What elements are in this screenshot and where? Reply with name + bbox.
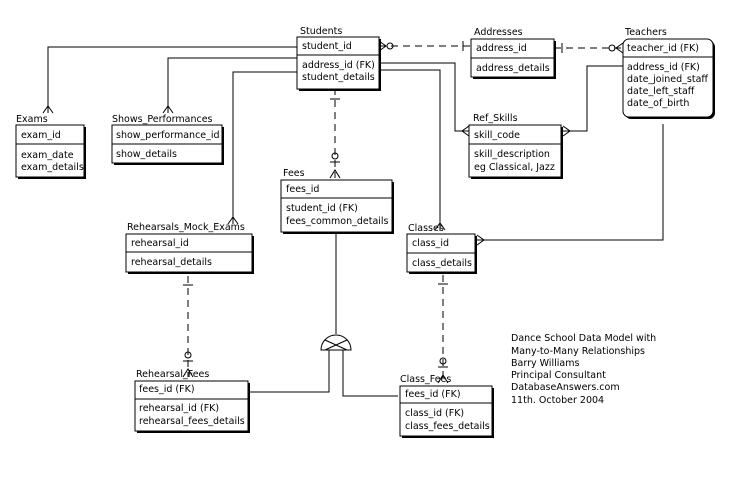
attribute: rehearsal_fees_details (139, 416, 245, 427)
rel-teachers-classes (477, 124, 664, 241)
crowfoot-skills-right (562, 125, 571, 137)
crowfoot-fees (329, 169, 341, 179)
crowfoot-rehearsals (227, 216, 239, 225)
rel-subtype-cfees (342, 350, 398, 397)
rel-students-exams (47, 46, 297, 113)
entity-exams[interactable]: Exams exam_id exam_date exam_details (15, 114, 86, 179)
entity-rehearsals-mock-exams[interactable]: Rehearsals_Mock_Exams rehearsal_id rehea… (125, 222, 254, 274)
entity-title: Class_Fees (400, 374, 451, 385)
subtype-symbol (320, 334, 352, 351)
attribute: student_id (FK) (286, 203, 358, 214)
pk-attribute: address_id (476, 43, 527, 54)
attribute: date_of_birth (627, 98, 689, 109)
attribute: date_joined_staff (627, 74, 708, 85)
rel-teachers-skills (563, 65, 623, 132)
circle-students-addr (386, 42, 394, 50)
entity-title: Ref_Skills (473, 113, 518, 124)
entity-title: Classes (408, 223, 444, 234)
caption-line: Principal Consultant (511, 370, 606, 381)
crowfoot-skills-left (461, 125, 470, 137)
caption-line: Dance School Data Model with (511, 333, 656, 344)
caption-line: Barry Williams (511, 358, 579, 369)
entity-title: Rehearsals_Mock_Exams (127, 222, 245, 233)
caption-line: DatabaseAnswers.com (511, 382, 620, 393)
entity-title: Students (300, 26, 342, 37)
circle-fees (331, 152, 339, 160)
attribute: exam_details (21, 162, 84, 173)
rel-students-shows (167, 57, 297, 113)
pk-attribute: class_id (412, 238, 449, 249)
crowfoot-classes-right (476, 234, 485, 246)
subtype-cross (324, 339, 348, 351)
attribute: skill_description (474, 149, 550, 160)
pk-attribute: skill_code (474, 130, 520, 141)
attribute: address_id (FK) (302, 60, 375, 71)
circle-cfees (439, 357, 447, 365)
rel-students-classes (379, 69, 441, 230)
crowfoot-teachers (615, 42, 624, 54)
attribute: student_details (302, 72, 375, 83)
pk-attribute: student_id (302, 41, 352, 52)
attribute: class_fees_details (405, 421, 490, 432)
attribute: eg Classical, Jazz (474, 162, 555, 173)
crowfoot-cfees (437, 374, 449, 384)
entity-title: Teachers (624, 27, 667, 38)
attribute: fees_common_details (286, 216, 389, 227)
pk-attribute: exam_id (21, 130, 61, 141)
attribute: address_id (FK) (627, 62, 700, 73)
crowfoot-exams (42, 105, 54, 114)
entity-class-fees[interactable]: Class_Fees fees_id (FK) class_id (FK) cl… (399, 374, 494, 438)
entity-title: Shows_Performances (112, 114, 213, 125)
rel-subtype-rfees (250, 350, 330, 393)
attribute: exam_date (21, 150, 74, 161)
entity-teachers[interactable]: Teachers teacher_id (FK) address_id (FK)… (622, 27, 715, 119)
circle-rfees (184, 351, 192, 359)
attribute: address_details (476, 63, 550, 74)
crowfoot-students-addr (378, 40, 387, 52)
pk-attribute: fees_id (FK) (139, 384, 195, 395)
pk-attribute: fees_id (FK) (405, 389, 461, 400)
diagram-caption: Dance School Data Model with Many-to-Man… (511, 333, 656, 406)
entity-students[interactable]: Students student_id address_id (FK) stud… (296, 26, 381, 91)
entities: Students student_id address_id (FK) stud… (15, 26, 715, 438)
entity-shows-performances[interactable]: Shows_Performances show_performance_id s… (111, 114, 224, 165)
crowfoot-shows (162, 105, 174, 114)
attribute: class_details (412, 258, 472, 269)
relationships (42, 40, 664, 397)
entity-title: Fees (283, 168, 305, 179)
crowfoot-rfees (182, 368, 194, 378)
crowfoot-classes-top (434, 222, 446, 231)
attribute: show_details (116, 149, 177, 160)
entity-fees[interactable]: Fees fees_id student_id (FK) fees_common… (280, 168, 394, 234)
caption-line: 11th. October 2004 (511, 395, 604, 406)
attribute: rehearsal_id (FK) (139, 403, 219, 414)
entity-classes[interactable]: Classes class_id class_details (406, 223, 477, 274)
attribute: rehearsal_details (131, 257, 212, 268)
entity-ref-skills[interactable]: Ref_Skills skill_code skill_description … (468, 113, 563, 179)
entity-rehearsal-fees[interactable]: Rehearsal_Fees fees_id (FK) rehearsal_id… (134, 369, 250, 433)
entity-title: Exams (16, 114, 48, 125)
pk-attribute: show_performance_id (116, 130, 220, 141)
pk-attribute: rehearsal_id (131, 238, 189, 249)
entity-title: Addresses (474, 27, 523, 38)
pk-attribute: teacher_id (FK) (627, 43, 699, 54)
entity-addresses[interactable]: Addresses address_id address_details (470, 27, 556, 79)
entity-title: Rehearsal_Fees (136, 369, 209, 380)
rel-students-rehearsals (232, 71, 297, 224)
attribute: class_id (FK) (405, 408, 464, 419)
pk-attribute: fees_id (286, 184, 319, 195)
attribute: date_left_staff (627, 86, 695, 97)
rel-students-skills (379, 62, 469, 132)
circle-teachers (608, 44, 616, 52)
caption-line: Many-to-Many Relationships (511, 346, 645, 357)
